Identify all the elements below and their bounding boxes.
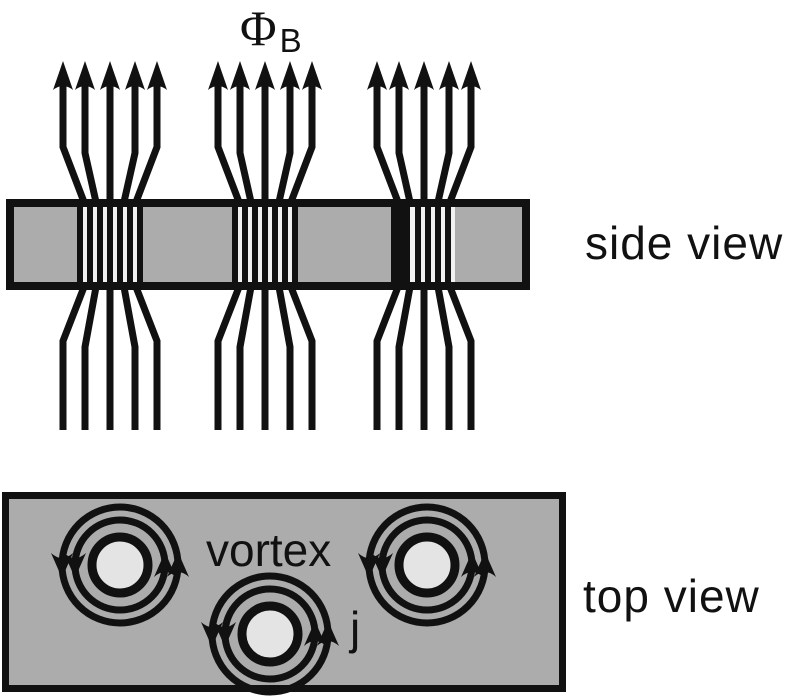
field-line-above (59, 84, 88, 204)
field-line-below (373, 285, 402, 430)
field-line-below (287, 285, 316, 430)
flux-line-in-slab (272, 207, 278, 282)
flux-channel-dense-lines (391, 207, 410, 282)
current-arrowhead-up (304, 621, 326, 646)
top-view-panel (2, 492, 566, 696)
flux-line-in-slab (435, 207, 441, 282)
field-arrowhead-up (147, 61, 167, 90)
vortex-label: vortex (206, 524, 331, 576)
field-line-above (132, 84, 161, 204)
field-line-below (120, 286, 139, 430)
field-line-below (434, 286, 453, 430)
current-arrowhead-down (64, 553, 86, 578)
side-view-panel (6, 61, 530, 430)
flux-line-in-slab (107, 207, 113, 282)
field-arrowhead-up (439, 61, 459, 90)
vortex-1 (51, 503, 189, 627)
current-arrowhead-up (461, 552, 483, 577)
field-line-above (287, 84, 316, 204)
field-arrowhead-up (100, 61, 120, 90)
field-line-below (446, 285, 475, 430)
field-arrowhead-up (280, 61, 300, 90)
field-arrowhead-up (255, 61, 275, 90)
field-arrowhead-up (208, 61, 228, 90)
field-line-above (446, 84, 475, 204)
flux-line-in-slab (292, 207, 298, 282)
field-line-above (275, 84, 294, 203)
field-arrowhead-up (302, 61, 322, 90)
field-arrowhead-up (125, 61, 145, 90)
top-view-label: top view (583, 570, 760, 622)
field-arrowhead-up (230, 61, 250, 90)
field-line-below (395, 286, 414, 430)
current-arrowhead-down (371, 553, 393, 578)
field-line-above (236, 84, 255, 203)
flux-line-in-slab (445, 207, 451, 282)
vortex-2 (201, 572, 339, 696)
field-line-below (59, 285, 88, 430)
field-line-above (214, 84, 243, 204)
field-arrowhead-up (75, 61, 95, 90)
vortex-core (394, 532, 460, 598)
current-density-label: j (348, 602, 360, 654)
current-arrowhead-down (214, 622, 236, 647)
flux-line-in-slab (242, 207, 248, 282)
flux-line-in-slab (262, 207, 268, 282)
field-line-below (81, 286, 100, 430)
field-line-above (120, 84, 139, 203)
field-line-below (236, 286, 255, 430)
flux-bundle-2 (208, 61, 322, 430)
field-arrowhead-up (414, 61, 434, 90)
field-line-below (132, 285, 161, 430)
field-line-above (373, 84, 402, 204)
flux-line-in-slab (415, 207, 421, 282)
field-line-below (214, 285, 243, 430)
flux-line-in-slab (97, 207, 103, 282)
flux-line-in-slab (87, 207, 93, 282)
vortex-core (87, 532, 153, 598)
magnetic-flux-label: ΦB (240, 0, 302, 59)
flux-bundle-1 (53, 61, 167, 430)
flux-line-in-slab (425, 207, 431, 282)
flux-line-in-slab (127, 207, 133, 282)
flux-bundle-3 (367, 61, 481, 430)
flux-line-in-slab (282, 207, 288, 282)
field-arrowhead-up (53, 61, 73, 90)
flux-line-in-slab (117, 207, 123, 282)
current-arrowhead-up (154, 552, 176, 577)
field-arrowhead-up (389, 61, 409, 90)
field-line-above (434, 84, 453, 203)
field-line-above (81, 84, 100, 203)
vortex-core (237, 601, 303, 667)
field-arrowhead-up (367, 61, 387, 90)
side-view-label: side view (585, 217, 783, 269)
flux-line-in-slab (137, 207, 143, 282)
flux-line-in-slab (232, 207, 238, 282)
field-line-above (395, 84, 414, 203)
vortex-3 (358, 503, 496, 627)
flux-line-in-slab (252, 207, 258, 282)
field-arrowhead-up (461, 61, 481, 90)
field-line-below (275, 286, 294, 430)
flux-line-in-slab (77, 207, 83, 282)
